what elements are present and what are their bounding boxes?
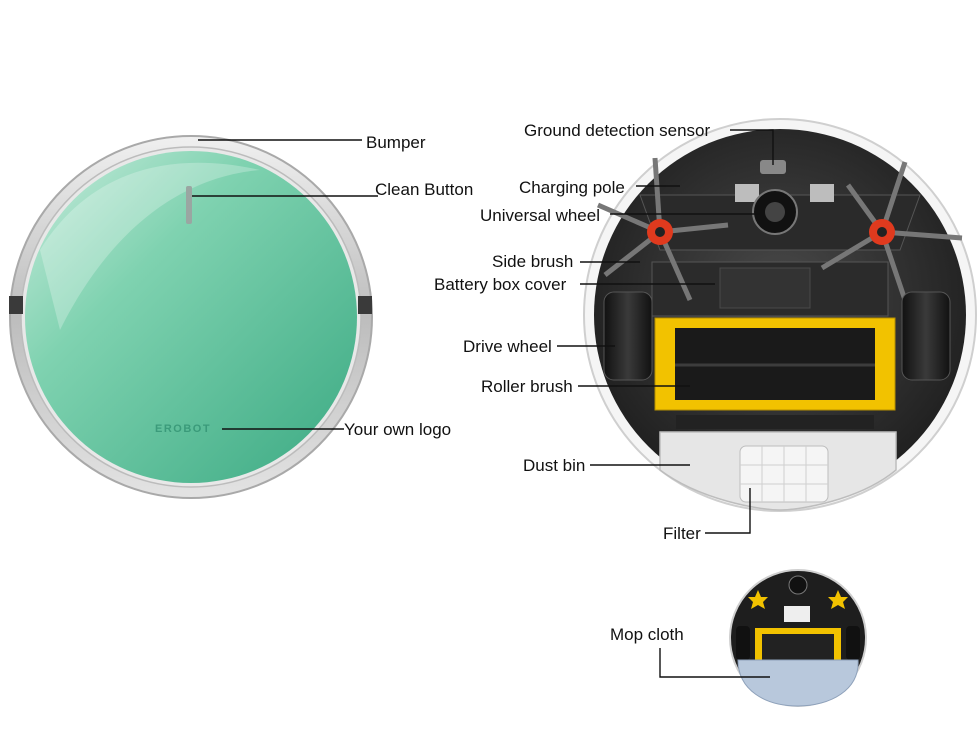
robot-logo: EROBOT	[155, 423, 211, 435]
mop-robot-wheel-hub	[788, 575, 808, 595]
battery-cover-inner	[719, 267, 811, 309]
robot-bottom-view	[583, 118, 977, 512]
mop-wheel-right	[846, 626, 860, 660]
side-brush-left	[597, 157, 729, 302]
label-logo: Your own logo	[344, 420, 451, 439]
label-filter: Filter	[663, 524, 701, 543]
charging-pole-right	[810, 184, 834, 202]
mop-cloth-leader	[659, 648, 770, 678]
robot-mop-view	[729, 569, 867, 707]
mop-battery-sticker	[784, 606, 810, 622]
ground-sensor-leader	[730, 129, 774, 165]
charging-pole-left	[735, 184, 759, 202]
mop-roller	[762, 634, 834, 662]
filter-leader	[705, 488, 751, 534]
drive-wheel-left	[603, 291, 653, 381]
label-dust-bin: Dust bin	[523, 456, 585, 475]
filter	[739, 445, 829, 503]
roller-blade	[676, 415, 874, 429]
label-charging-pole: Charging pole	[519, 178, 625, 197]
clean-button[interactable]	[186, 186, 192, 224]
side-brush-right	[820, 161, 963, 301]
label-battery-cover: Battery box cover	[434, 275, 567, 294]
label-drive-wheel: Drive wheel	[463, 337, 552, 356]
label-roller-brush: Roller brush	[481, 377, 573, 396]
mop-side-brush-right	[828, 590, 848, 609]
ground-detection-sensor	[760, 160, 786, 174]
mop-cloth	[737, 659, 859, 707]
label-side-brush: Side brush	[492, 252, 573, 271]
label-bumper: Bumper	[366, 133, 426, 152]
mop-wheel-left	[736, 626, 750, 660]
cover-highlight	[40, 162, 260, 330]
label-ground-sensor: Ground detection sensor	[524, 121, 711, 140]
robot-top-view: EROBOT	[9, 135, 373, 499]
label-mop-cloth: Mop cloth	[610, 625, 684, 644]
label-universal-wheel: Universal wheel	[480, 206, 600, 225]
label-clean-button: Clean Button	[375, 180, 473, 199]
drive-wheel-right	[901, 291, 951, 381]
bumper-notch-right	[358, 296, 372, 314]
universal-wheel-hub	[765, 202, 785, 222]
mop-side-brush-left	[748, 590, 768, 609]
bumper-notch-left	[9, 296, 23, 314]
top-cover	[25, 151, 357, 483]
